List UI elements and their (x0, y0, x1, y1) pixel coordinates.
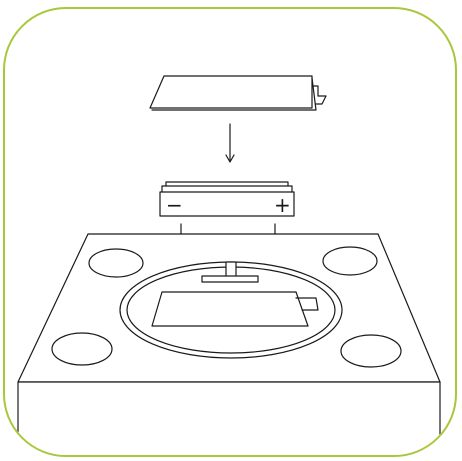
battery-minus-symbol: − (166, 193, 183, 217)
foot-top-right (322, 246, 378, 276)
battery-icon: − + (159, 181, 295, 217)
device-base-icon (17, 233, 441, 455)
battery-plus-symbol: + (274, 193, 291, 217)
foot-top-left (88, 248, 144, 278)
down-arrow-icon (225, 123, 235, 163)
battery-cover-icon (149, 75, 327, 111)
foot-bottom-right (340, 334, 402, 368)
foot-bottom-left (51, 332, 113, 366)
battery-compartment (119, 261, 343, 359)
